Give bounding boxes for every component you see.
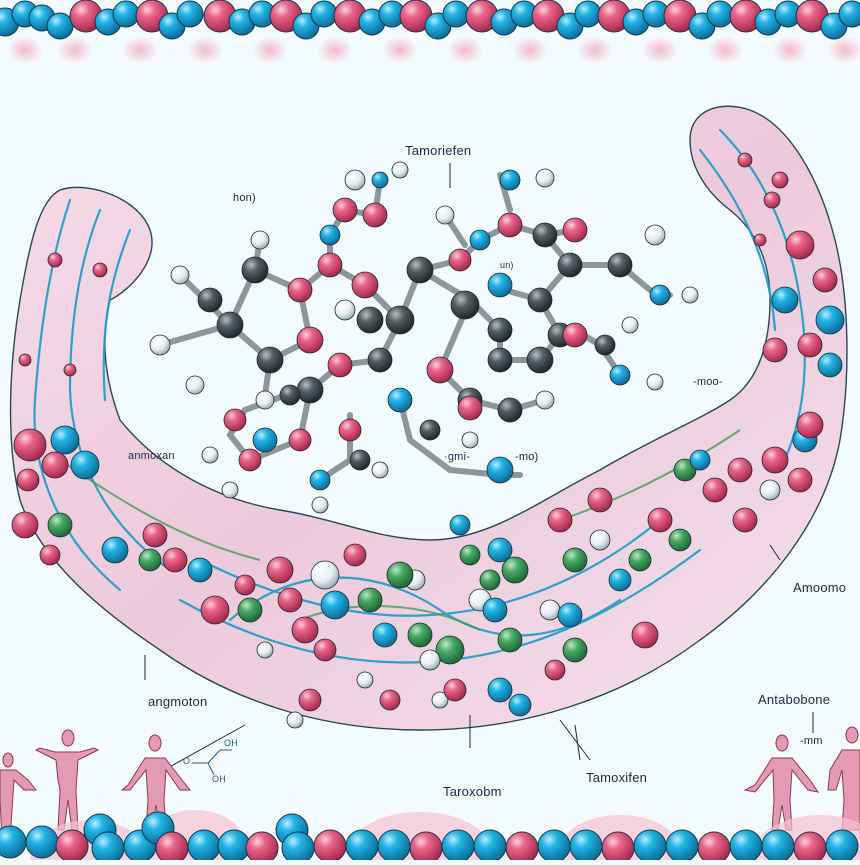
label-antabobone: Antabobone [758,692,831,707]
small-formula-sketch [192,749,232,776]
label-tamoriefen: Tamoriefen [405,143,472,158]
human-figures [0,726,860,841]
label-formula-oh-bottom: OH [212,774,226,784]
label-inner-bond: un) [500,260,514,270]
arm-atom-cluster [11,152,845,729]
human-figure-2 [34,729,100,831]
top-polymer-chain [0,0,860,64]
label-formula-o: O [183,756,191,766]
label-gmi: ·gmi- [444,451,471,463]
human-figure-4 [743,734,820,831]
label-hon: hon) [233,192,256,204]
label-angmoton: angmoton [148,694,208,709]
label-tamoxifen: Tamoxifen [586,770,648,785]
label-taroxobm: Taroxobm [443,784,502,799]
label-mm: -mm [800,735,823,747]
human-figure-1 [0,752,38,841]
label-amoomo: Amoomo [793,580,847,595]
label-formula-oh-top: OH [224,738,238,748]
central-molecule [149,161,699,514]
bottom-polymer-chain [0,810,860,865]
label-moo: -moo- [693,376,723,388]
label-anmoxan: anmoxan [128,450,175,462]
human-figure-5 [827,726,860,831]
label-mo: -mo) [515,451,539,463]
